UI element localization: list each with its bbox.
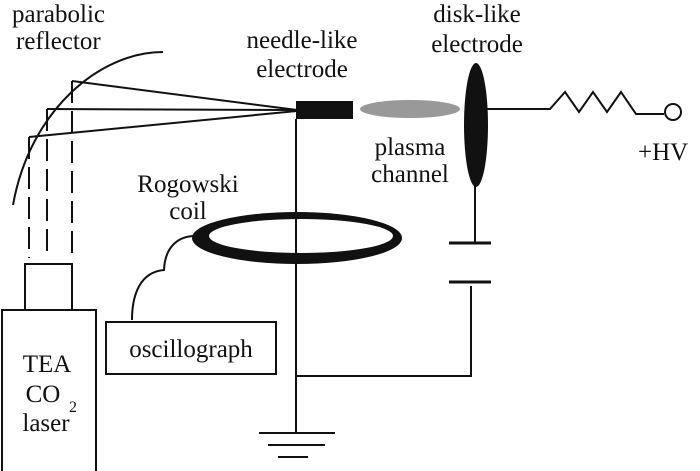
capacitor-return-wire — [296, 286, 472, 377]
disk-like-electrode — [464, 63, 488, 187]
resistor — [485, 90, 664, 115]
needle-like-electrode — [296, 101, 353, 119]
tea-co2-laser — [1, 309, 97, 471]
parabolic-reflector — [12, 51, 164, 206]
laser-label-line2: CO — [26, 381, 61, 408]
laser-label-subscript: 2 — [69, 399, 77, 416]
ground-symbol — [259, 432, 335, 458]
laser-rays — [28, 80, 298, 258]
oscillograph-label: oscillograph — [129, 336, 253, 363]
plasma-channel — [360, 100, 460, 118]
oscillograph-box — [105, 321, 277, 375]
hv-label: +HV — [638, 139, 688, 166]
laser-label-line3: laser — [22, 410, 70, 437]
laser-label-line1: TEA — [23, 351, 72, 378]
coil-signal-wire — [131, 235, 196, 321]
hv-terminal — [664, 103, 682, 121]
laser-output-head — [24, 263, 73, 311]
